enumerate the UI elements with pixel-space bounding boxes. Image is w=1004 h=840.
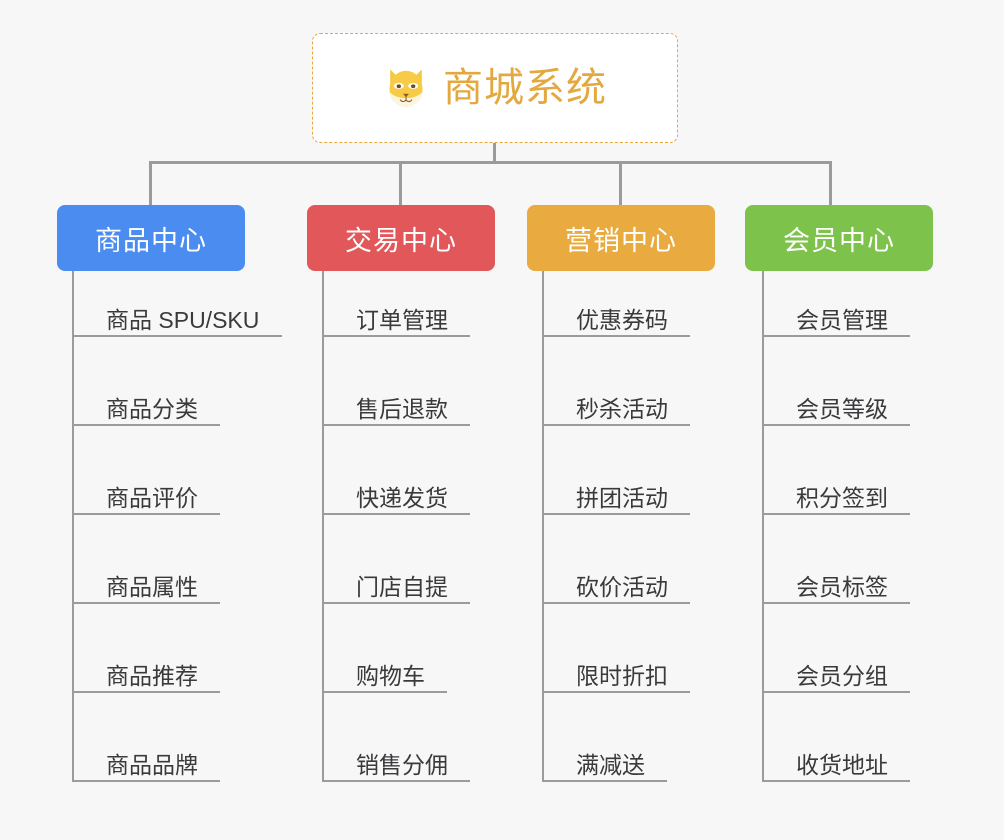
- leaf-label: 满减送: [576, 752, 645, 779]
- leaf-label: 优惠券码: [576, 307, 668, 334]
- leaf-item[interactable]: 销售分佣: [322, 736, 470, 782]
- leaf-item[interactable]: 商品属性: [72, 558, 220, 604]
- leaf-item[interactable]: 秒杀活动: [542, 380, 690, 426]
- leaf-label: 商品推荐: [106, 663, 198, 690]
- leaf-item[interactable]: 商品分类: [72, 380, 220, 426]
- leaf-item[interactable]: 会员管理: [762, 291, 910, 337]
- leaf-item[interactable]: 拼团活动: [542, 469, 690, 515]
- leaf-label: 订单管理: [356, 307, 448, 334]
- leaf-item[interactable]: 积分签到: [762, 469, 910, 515]
- connector-drop-4: [829, 161, 832, 207]
- leaf-label: 购物车: [356, 663, 425, 690]
- category-box-2[interactable]: 交易中心: [307, 205, 495, 271]
- leaf-label: 收货地址: [796, 752, 888, 779]
- leaf-item[interactable]: 商品 SPU/SKU: [72, 291, 282, 337]
- leaf-item[interactable]: 门店自提: [322, 558, 470, 604]
- leaf-label: 门店自提: [356, 574, 448, 601]
- leaf-label: 商品属性: [106, 574, 198, 601]
- leaf-item[interactable]: 收货地址: [762, 736, 910, 782]
- category-box-1[interactable]: 商品中心: [57, 205, 245, 271]
- connector-root-stem: [493, 143, 496, 164]
- connector-drop-1: [149, 161, 152, 207]
- connector-drop-3: [619, 161, 622, 207]
- leaf-item[interactable]: 订单管理: [322, 291, 470, 337]
- leaf-spine-2: [322, 271, 324, 782]
- leaf-label: 秒杀活动: [576, 396, 668, 423]
- leaf-label: 快递发货: [356, 485, 448, 512]
- leaf-spine-3: [542, 271, 544, 782]
- leaf-label: 商品品牌: [106, 752, 198, 779]
- connector-horizontal-bus: [149, 161, 832, 164]
- leaf-label: 商品评价: [106, 485, 198, 512]
- category-label-4: 会员中心: [783, 225, 895, 256]
- leaf-item[interactable]: 满减送: [542, 736, 667, 782]
- dog-face-icon: [389, 69, 423, 107]
- leaf-item[interactable]: 限时折扣: [542, 647, 690, 693]
- leaf-spine-4: [762, 271, 764, 782]
- leaf-label: 砍价活动: [576, 574, 668, 601]
- leaf-item[interactable]: 商品品牌: [72, 736, 220, 782]
- leaf-item[interactable]: 砍价活动: [542, 558, 690, 604]
- leaf-item[interactable]: 优惠券码: [542, 291, 690, 337]
- leaf-label: 拼团活动: [576, 485, 668, 512]
- leaf-label: 会员标签: [796, 574, 888, 601]
- leaf-item[interactable]: 售后退款: [322, 380, 470, 426]
- category-label-1: 商品中心: [95, 225, 207, 256]
- root-title: 商城系统: [443, 66, 607, 110]
- category-box-4[interactable]: 会员中心: [745, 205, 933, 271]
- leaf-label: 会员分组: [796, 663, 888, 690]
- connector-drop-2: [399, 161, 402, 207]
- leaf-label: 会员管理: [796, 307, 888, 334]
- leaf-item[interactable]: 快递发货: [322, 469, 470, 515]
- leaf-label: 积分签到: [796, 485, 888, 512]
- leaf-spine-1: [72, 271, 74, 782]
- leaf-label: 会员等级: [796, 396, 888, 423]
- leaf-label: 商品分类: [106, 396, 198, 423]
- leaf-item[interactable]: 会员分组: [762, 647, 910, 693]
- leaf-item[interactable]: 会员等级: [762, 380, 910, 426]
- leaf-item[interactable]: 商品评价: [72, 469, 220, 515]
- root-node[interactable]: 商城系统: [312, 33, 678, 143]
- leaf-label: 售后退款: [356, 396, 448, 423]
- category-label-2: 交易中心: [345, 225, 457, 256]
- category-label-3: 营销中心: [565, 225, 677, 256]
- leaf-item[interactable]: 会员标签: [762, 558, 910, 604]
- leaf-item[interactable]: 商品推荐: [72, 647, 220, 693]
- leaf-label: 限时折扣: [576, 663, 668, 690]
- leaf-label: 销售分佣: [356, 752, 448, 779]
- leaf-item[interactable]: 购物车: [322, 647, 447, 693]
- category-box-3[interactable]: 营销中心: [527, 205, 715, 271]
- leaf-label: 商品 SPU/SKU: [106, 307, 260, 334]
